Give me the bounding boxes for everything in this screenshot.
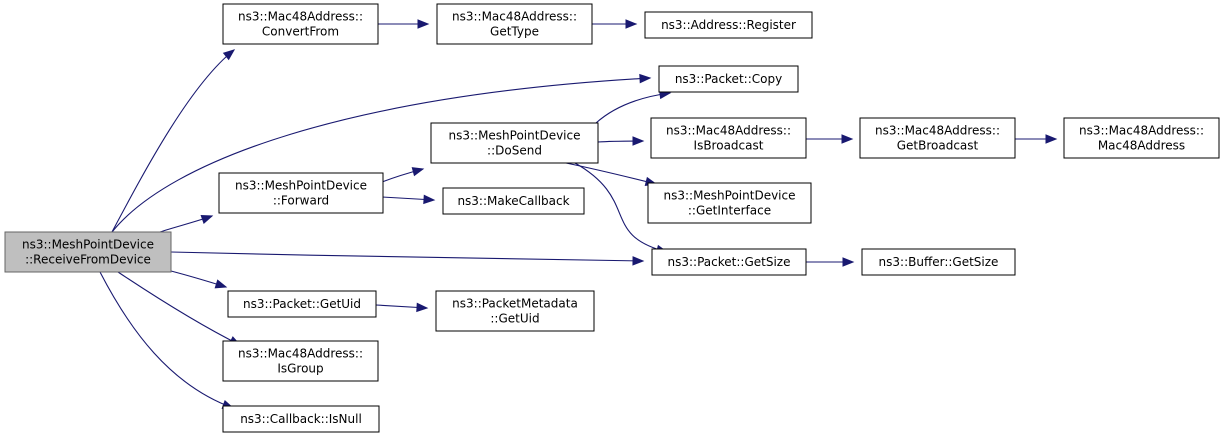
- edge-dosend-to-getinterface: [565, 162, 657, 185]
- arrowhead-convertfrom-to-gettype: [417, 19, 430, 29]
- node-gettype[interactable]: ns3::Mac48Address::GetType: [436, 3, 593, 45]
- node-isgroup[interactable]: ns3::Mac48Address::IsGroup: [222, 340, 379, 382]
- node-register[interactable]: ns3::Address::Register: [644, 11, 813, 39]
- node-label-line: ConvertFrom: [262, 25, 339, 39]
- node-label-line: ns3::Mac48Address::: [666, 124, 791, 138]
- node-label-line: ns3::Packet::GetUid: [243, 297, 361, 311]
- node-label-line: ns3::PacketMetadata: [452, 297, 578, 311]
- arrowhead-forward-to-makecallback: [423, 194, 436, 205]
- edge-receive-to-copy: [111, 77, 651, 233]
- arrowhead-dosend-to-isbroadcast: [632, 136, 645, 146]
- arrowhead-receive-to-getsize: [632, 256, 645, 266]
- node-label-line: ::GetInterface: [688, 204, 771, 218]
- node-label-line: IsGroup: [277, 362, 323, 376]
- node-box: [227, 290, 377, 318]
- arrowhead-receive-to-forward: [200, 215, 214, 224]
- edge-receive-to-isnull: [99, 271, 234, 409]
- node-box: [861, 248, 1016, 276]
- node-getinterface[interactable]: ns3::MeshPointDevice::GetInterface: [647, 182, 812, 224]
- node-receive[interactable]: ns3::MeshPointDevice::ReceiveFromDevice: [4, 231, 172, 273]
- node-mac48ctor[interactable]: ns3::Mac48Address::Mac48Address: [1063, 117, 1220, 159]
- edge-receive-to-getsize: [170, 251, 644, 262]
- node-box: [430, 122, 599, 164]
- node-label-line: ::DoSend: [487, 144, 542, 158]
- node-label-line: ns3::Address::Register: [661, 18, 796, 32]
- arrowhead-receive-to-convertfrom: [222, 49, 236, 61]
- node-getsize[interactable]: ns3::Packet::GetSize: [651, 248, 807, 276]
- arrowhead-getsize-to-buffergetsize: [842, 257, 855, 267]
- node-buffergetsize[interactable]: ns3::Buffer::GetSize: [861, 248, 1016, 276]
- node-box: [436, 3, 593, 45]
- arrowhead-getbroadcast-to-mac48ctor: [1045, 134, 1058, 144]
- node-box: [4, 231, 172, 273]
- node-label-line: ns3::MeshPointDevice: [663, 189, 795, 203]
- node-label-line: ns3::Packet::GetSize: [668, 255, 791, 269]
- node-label-line: ns3::MeshPointDevice: [235, 179, 367, 193]
- node-label-line: GetType: [490, 25, 539, 39]
- node-label-line: ::ReceiveFromDevice: [25, 253, 151, 267]
- node-box: [658, 65, 799, 93]
- node-box: [644, 11, 813, 39]
- edge-dosend-to-getsize: [574, 162, 668, 253]
- node-dosend[interactable]: ns3::MeshPointDevice::DoSend: [430, 122, 599, 164]
- node-label-line: ns3::Buffer::GetSize: [879, 255, 999, 269]
- node-box: [222, 340, 379, 382]
- arrowhead-receive-to-getuid: [214, 279, 228, 289]
- node-isnull[interactable]: ns3::Callback::IsNull: [222, 405, 380, 433]
- node-isbroadcast[interactable]: ns3::Mac48Address::IsBroadcast: [650, 117, 807, 159]
- node-box: [651, 248, 807, 276]
- node-label-line: ::GetUid: [490, 312, 539, 326]
- node-box: [218, 172, 384, 214]
- node-box: [650, 117, 807, 159]
- arrowhead-forward-to-dosend: [411, 167, 425, 177]
- node-box: [1063, 117, 1220, 159]
- node-box: [435, 290, 595, 332]
- node-makecallback[interactable]: ns3::MakeCallback: [442, 187, 585, 215]
- node-label-line: ns3::MeshPointDevice: [448, 129, 580, 143]
- node-label-line: ns3::Mac48Address::: [875, 124, 1000, 138]
- node-label-line: ns3::Callback::IsNull: [240, 412, 362, 426]
- node-label-line: ns3::MeshPointDevice: [22, 238, 154, 252]
- node-label-line: ns3::MakeCallback: [457, 194, 569, 208]
- node-box: [442, 187, 585, 215]
- node-label-line: ns3::Mac48Address::: [238, 10, 363, 24]
- node-copy[interactable]: ns3::Packet::Copy: [658, 65, 799, 93]
- node-label-line: IsBroadcast: [694, 139, 764, 153]
- arrowhead-receive-to-copy: [639, 73, 652, 84]
- edge-receive-to-convertfrom: [111, 49, 235, 233]
- node-getuid[interactable]: ns3::Packet::GetUid: [227, 290, 377, 318]
- arrowhead-getuid-to-metadatagetuid: [416, 302, 429, 313]
- node-box: [647, 182, 812, 224]
- node-label-line: ns3::Packet::Copy: [675, 72, 782, 86]
- node-label-line: ns3::Mac48Address::: [238, 347, 363, 361]
- node-box: [222, 3, 379, 45]
- node-getbroadcast[interactable]: ns3::Mac48Address::GetBroadcast: [859, 117, 1016, 159]
- node-label-line: ::Forward: [273, 194, 329, 208]
- node-label-line: ns3::Mac48Address::: [452, 10, 577, 24]
- edge-receive-to-isgroup: [117, 271, 241, 346]
- node-box: [222, 405, 380, 433]
- node-convertfrom[interactable]: ns3::Mac48Address::ConvertFrom: [222, 3, 379, 45]
- node-label-line: ns3::Mac48Address::: [1079, 124, 1204, 138]
- node-forward[interactable]: ns3::MeshPointDevice::Forward: [218, 172, 384, 214]
- node-label-line: GetBroadcast: [897, 139, 979, 153]
- node-box: [859, 117, 1016, 159]
- arrowhead-isbroadcast-to-getbroadcast: [841, 134, 854, 144]
- arrowhead-gettype-to-register: [625, 19, 638, 29]
- node-label-line: Mac48Address: [1098, 139, 1185, 153]
- node-metadatagetuid[interactable]: ns3::PacketMetadata::GetUid: [435, 290, 595, 332]
